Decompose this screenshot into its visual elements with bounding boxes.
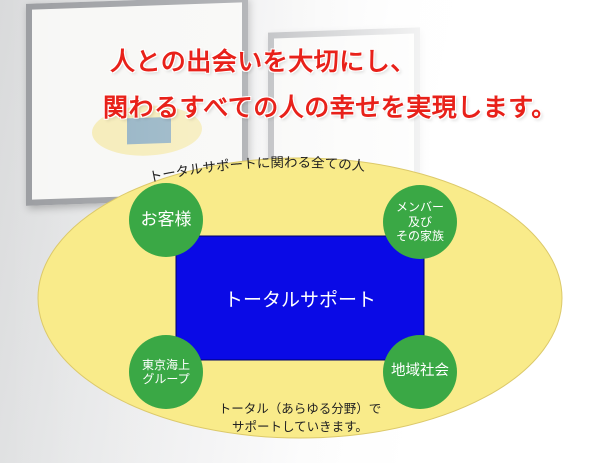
node-label-community-line-1: 地域社会 (391, 363, 449, 380)
node-label-tokio-group: 東京海上 グループ (129, 335, 203, 409)
node-label-members-line-2: 及び (407, 214, 432, 229)
node-label-community: 地域社会 (383, 335, 457, 409)
node-label-tokio-group-line-1: 東京海上 (141, 357, 190, 372)
bottom-caption-line-1: トータル（あらゆる分野）で (218, 401, 382, 416)
node-circle-members (383, 185, 457, 259)
node-circle-customers (129, 183, 203, 257)
node-label-members-line-1: メンバー (395, 200, 444, 215)
bottom-caption: トータル（あらゆる分野）で サポートしていきます。 (150, 400, 450, 435)
node-label-members: メンバー 及び その家族 (383, 185, 457, 259)
center-label: トータルサポート (223, 288, 376, 311)
node-label-tokio-group-line-2: グループ (142, 372, 190, 386)
headline-line-1: 人との出会いを大切にし、 (110, 47, 416, 76)
node-circle-tokio-group (129, 335, 203, 409)
center-box (175, 235, 425, 361)
node-label-customers-line-1: お客様 (140, 209, 192, 230)
bottom-caption-line-2: サポートしていきます。 (232, 418, 368, 434)
node-label-members-line-3: その家族 (395, 229, 444, 244)
node-circle-community (383, 335, 457, 409)
headline-line-2: 関わるすべての人の幸せを実現します。 (103, 93, 557, 122)
node-label-customers: お客様 (129, 183, 203, 257)
